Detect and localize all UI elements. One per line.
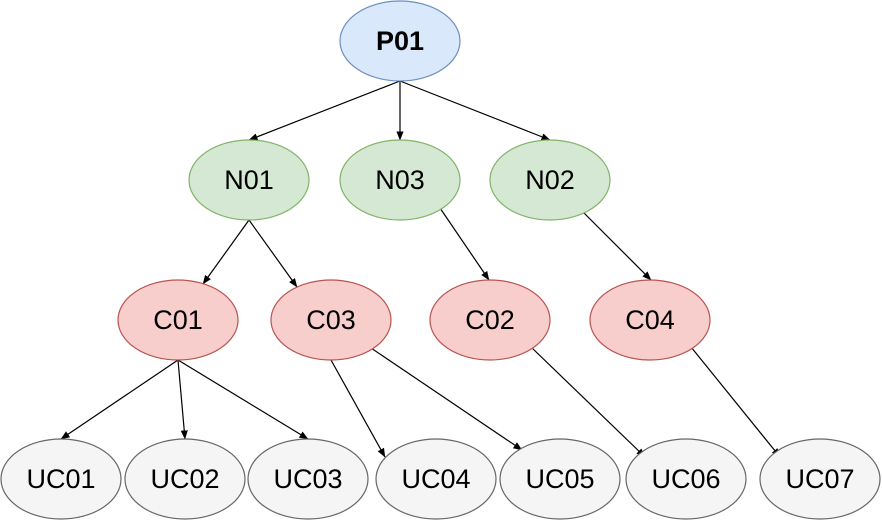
node-c02-ellipse bbox=[429, 279, 551, 361]
node-uc03: UC03 bbox=[247, 438, 369, 520]
node-n01: N01 bbox=[188, 139, 310, 221]
edge-c03-to-uc05 bbox=[370, 347, 523, 451]
edge-c01-to-uc03 bbox=[177, 359, 309, 440]
node-c04-label: C04 bbox=[625, 305, 675, 335]
edge-n03-to-c02 bbox=[439, 207, 490, 281]
node-c02: C02 bbox=[429, 279, 551, 361]
edges-layer bbox=[60, 80, 781, 458]
node-c04-ellipse bbox=[589, 279, 711, 361]
node-uc04: UC04 bbox=[375, 438, 497, 520]
edge-c01-to-uc02 bbox=[177, 359, 188, 440]
node-uc01-label: UC01 bbox=[26, 464, 95, 494]
node-c03-label: C03 bbox=[306, 305, 356, 335]
node-n03: N03 bbox=[339, 139, 461, 221]
node-uc07-label: UC07 bbox=[785, 464, 854, 494]
node-c03: C03 bbox=[270, 279, 392, 361]
node-n03-label: N03 bbox=[375, 165, 425, 195]
node-n01-label: N01 bbox=[224, 165, 274, 195]
edge-n01-to-c03 bbox=[248, 219, 298, 288]
node-uc03-label: UC03 bbox=[273, 464, 342, 494]
node-uc01: UC01 bbox=[0, 438, 122, 520]
node-c01-ellipse bbox=[117, 279, 239, 361]
node-uc02: UC02 bbox=[124, 438, 246, 520]
node-uc01-ellipse bbox=[0, 438, 122, 520]
node-p01-label: P01 bbox=[376, 26, 424, 56]
edge-n01-to-c01 bbox=[202, 219, 250, 285]
node-uc02-ellipse bbox=[124, 438, 246, 520]
node-uc05-ellipse bbox=[499, 438, 621, 520]
edge-n02-to-c04 bbox=[583, 212, 652, 281]
node-c02-label: C02 bbox=[465, 305, 515, 335]
node-c01: C01 bbox=[117, 279, 239, 361]
node-uc03-ellipse bbox=[247, 438, 369, 520]
node-c04: C04 bbox=[589, 279, 711, 361]
edge-p01-to-n01 bbox=[248, 80, 401, 141]
node-n02-ellipse bbox=[489, 139, 611, 221]
node-uc02-label: UC02 bbox=[150, 464, 219, 494]
edge-c03-to-uc04 bbox=[330, 359, 386, 458]
node-uc07-ellipse bbox=[759, 438, 881, 520]
node-n03-ellipse bbox=[339, 139, 461, 221]
node-n02: N02 bbox=[489, 139, 611, 221]
node-uc04-label: UC04 bbox=[401, 464, 470, 494]
node-uc06: UC06 bbox=[625, 438, 747, 520]
node-p01-ellipse bbox=[339, 0, 461, 82]
edge-p01-to-n02 bbox=[399, 80, 551, 141]
node-uc05-label: UC05 bbox=[525, 464, 594, 494]
node-c01-label: C01 bbox=[153, 305, 203, 335]
node-p01: P01 bbox=[339, 0, 461, 82]
node-uc04-ellipse bbox=[375, 438, 497, 520]
edge-c04-to-uc07 bbox=[690, 346, 781, 458]
node-uc06-ellipse bbox=[625, 438, 747, 520]
node-uc06-label: UC06 bbox=[651, 464, 720, 494]
edge-c01-to-uc01 bbox=[60, 359, 179, 440]
edge-c02-to-uc06 bbox=[530, 346, 646, 458]
node-n01-ellipse bbox=[188, 139, 310, 221]
node-uc07: UC07 bbox=[759, 438, 881, 520]
node-uc05: UC05 bbox=[499, 438, 621, 520]
node-n02-label: N02 bbox=[525, 165, 575, 195]
node-c03-ellipse bbox=[270, 279, 392, 361]
